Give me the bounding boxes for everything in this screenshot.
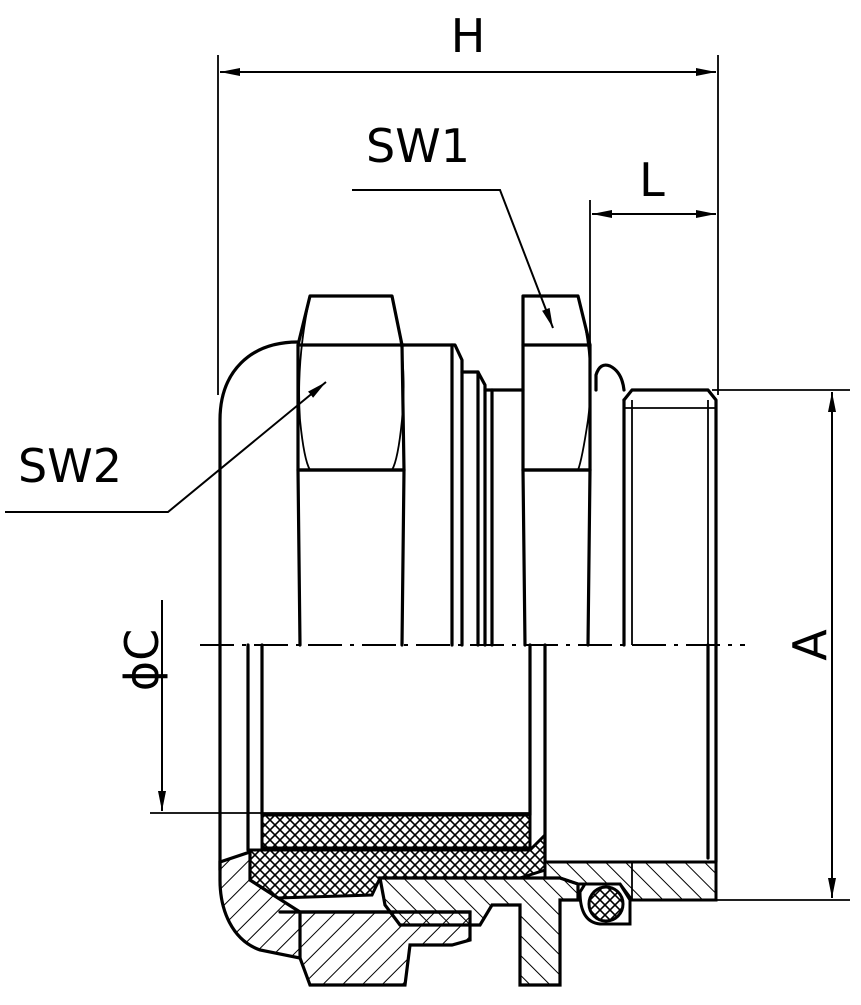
hex-nut-sw2: [296, 294, 406, 647]
dimension-a: A: [712, 389, 850, 901]
collar: [402, 343, 525, 647]
dome-cap: [218, 340, 300, 872]
body-section: [378, 876, 580, 987]
dimension-phi-c: ϕC: [115, 600, 530, 814]
leader-sw1: SW1: [352, 119, 554, 329]
o-ring-section: [578, 882, 632, 926]
leader-sw2: SW2: [5, 381, 327, 513]
seal-insert: [248, 813, 547, 900]
label-sw1: SW1: [366, 119, 470, 173]
dimension-l: L: [589, 153, 716, 345]
label-l: L: [639, 153, 665, 207]
o-ring-top: [594, 363, 626, 392]
dimension-h: H: [217, 9, 719, 395]
label-a: A: [783, 629, 837, 661]
label-sw2: SW2: [18, 439, 122, 493]
label-h: H: [451, 9, 486, 63]
hex-body-sw1: [521, 294, 592, 647]
bore: [528, 643, 718, 864]
label-phi-c: ϕC: [115, 629, 169, 691]
thread-section: [622, 388, 718, 647]
